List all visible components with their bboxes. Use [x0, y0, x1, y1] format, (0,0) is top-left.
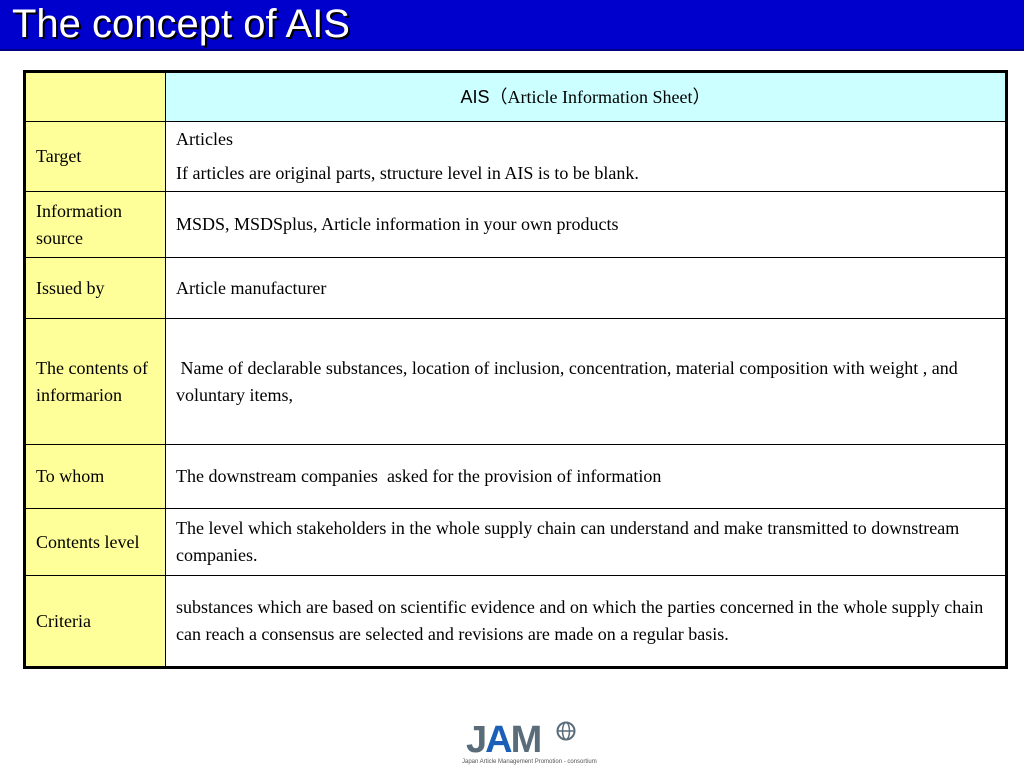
title-bar: The concept of AIS: [0, 0, 1024, 51]
row-text: Articles: [176, 129, 233, 149]
row-text: The level which stakeholders in the whol…: [176, 518, 960, 565]
row-label: Target: [24, 121, 166, 192]
row-label: To whom: [24, 444, 166, 509]
page-title: The concept of AIS: [12, 2, 350, 46]
logo-letter-j: J: [466, 719, 487, 761]
logo-subtitle: Japan Article Management Promotion - con…: [462, 759, 597, 765]
row-content: MSDS, MSDSplus, Article information in y…: [165, 191, 1007, 258]
header-blank-cell: [24, 71, 166, 122]
table-row: Criteria substances which are based on s…: [24, 575, 1007, 668]
logo-letter-a: A: [485, 719, 512, 761]
row-label: Information source: [24, 191, 166, 258]
row-content: Name of declarable substances, location …: [165, 318, 1007, 445]
row-text: MSDS, MSDSplus, Article information in y…: [176, 214, 619, 234]
header-rest: （Article Information Sheet）: [489, 86, 711, 107]
table-row: Target Articles If articles are original…: [24, 121, 1007, 192]
globe-icon: [556, 721, 576, 741]
table-header-row: AIS（Article Information Sheet）: [24, 71, 1007, 122]
table-row: The contents of informarion Name of decl…: [24, 318, 1007, 445]
row-content: The downstream companies asked for the p…: [165, 444, 1007, 509]
row-content: Articles If articles are original parts,…: [165, 121, 1007, 192]
table-row: Issued by Article manufacturer: [24, 257, 1007, 319]
row-label: Issued by: [24, 257, 166, 319]
row-content: The level which stakeholders in the whol…: [165, 508, 1007, 576]
table-row: Contents level The level which stakehold…: [24, 508, 1007, 576]
row-text: substances which are based on scientific…: [176, 597, 984, 644]
row-text: If articles are original parts, structur…: [176, 163, 639, 183]
logo-mark: JAM: [466, 719, 543, 761]
row-text: Name of declarable substances, location …: [176, 357, 963, 405]
row-text: Article manufacturer: [176, 277, 327, 298]
table-row: To whom The downstream companies asked f…: [24, 444, 1007, 509]
row-content: substances which are based on scientific…: [165, 575, 1007, 668]
header-ais: AIS: [460, 86, 490, 107]
ais-table: AIS（Article Information Sheet） Target Ar…: [23, 70, 1008, 669]
row-label: Criteria: [24, 575, 166, 668]
header-cell: AIS（Article Information Sheet）: [165, 71, 1007, 122]
row-text: The downstream companies asked for the p…: [176, 466, 662, 486]
row-content: Article manufacturer: [165, 257, 1007, 319]
jamp-logo: JAM Japan Article Management Promotion -…: [462, 720, 602, 768]
row-label: The contents of informarion: [24, 318, 166, 445]
table-row: Information source MSDS, MSDSplus, Artic…: [24, 191, 1007, 258]
logo-letter-m: M: [510, 719, 543, 761]
row-label: Contents level: [24, 508, 166, 576]
